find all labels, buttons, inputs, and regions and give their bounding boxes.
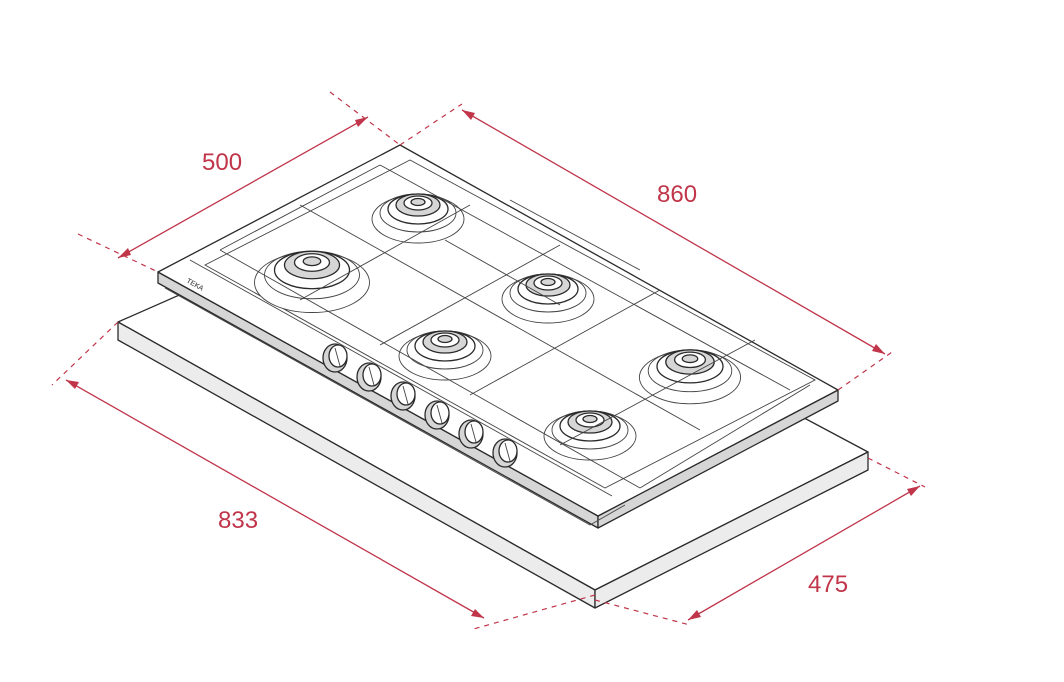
control-knob-group (322, 343, 518, 468)
hob-bottom-lip (164, 287, 626, 526)
cutout-width-dimension-line (65, 379, 485, 619)
depth-label: 500 (202, 149, 242, 176)
depth-extension-left (77, 233, 159, 273)
hob-inner-rim (204, 159, 816, 489)
cutout-depth-label: 475 (808, 571, 848, 598)
cutout-width-arrow-end (471, 609, 484, 618)
width-dimension-line (461, 109, 886, 355)
width-extension-left (399, 103, 463, 146)
burner-icon (501, 273, 595, 324)
grate-bar (469, 289, 661, 396)
control-knob-icon[interactable] (458, 419, 484, 449)
cutout-width-extension-right (469, 594, 596, 631)
grate-bar (509, 199, 641, 271)
burner-group (254, 193, 742, 461)
cutout-width-arrow-start (66, 380, 79, 389)
cutout-width-extension-left (51, 321, 119, 386)
dimension-cutout-depth: 475 (594, 457, 926, 626)
width-arrow-start (462, 110, 475, 120)
control-knob-icon[interactable] (390, 381, 416, 411)
grate-bar (219, 249, 641, 489)
depth-arrow-start (118, 248, 131, 258)
grate-bar (219, 164, 381, 251)
cutout-width-label: 833 (218, 507, 258, 534)
width-label: 860 (657, 181, 697, 208)
grate-bar (444, 239, 561, 306)
hob-body (157, 144, 839, 529)
burner-icon (371, 193, 465, 244)
cutout-depth-extension-right (867, 457, 926, 488)
depth-dimension-line (117, 116, 369, 259)
control-knob-icon[interactable] (322, 343, 348, 373)
dimension-cutout-width: 833 (51, 321, 596, 631)
pan-support-grates (219, 164, 811, 489)
depth-arrow-end (355, 117, 368, 127)
control-knob-icon[interactable] (356, 362, 382, 392)
cutout-depth-arrow-end (907, 486, 920, 496)
burner-icon (254, 250, 370, 313)
control-knob-icon[interactable] (424, 400, 450, 430)
grate-bar (639, 384, 811, 489)
control-knob-icon[interactable] (492, 438, 518, 468)
grate-bar (379, 164, 791, 391)
cutout-depth-dimension-line (687, 485, 921, 621)
burner-icon (543, 410, 637, 461)
burner-icon (398, 330, 492, 381)
grate-bar (299, 204, 701, 431)
burner-icon (638, 349, 742, 405)
grate-bar (559, 339, 756, 446)
width-arrow-end (872, 344, 885, 354)
width-extension-right (837, 349, 896, 391)
control-strip-line (189, 259, 613, 497)
dimension-depth: 500 (77, 91, 401, 273)
grate-bar (379, 244, 561, 346)
cutout-depth-extension-left (594, 599, 691, 626)
countertop-right-face (594, 451, 869, 609)
dimension-width: 860 (399, 103, 896, 391)
cutout-depth-arrow-start (688, 610, 701, 620)
